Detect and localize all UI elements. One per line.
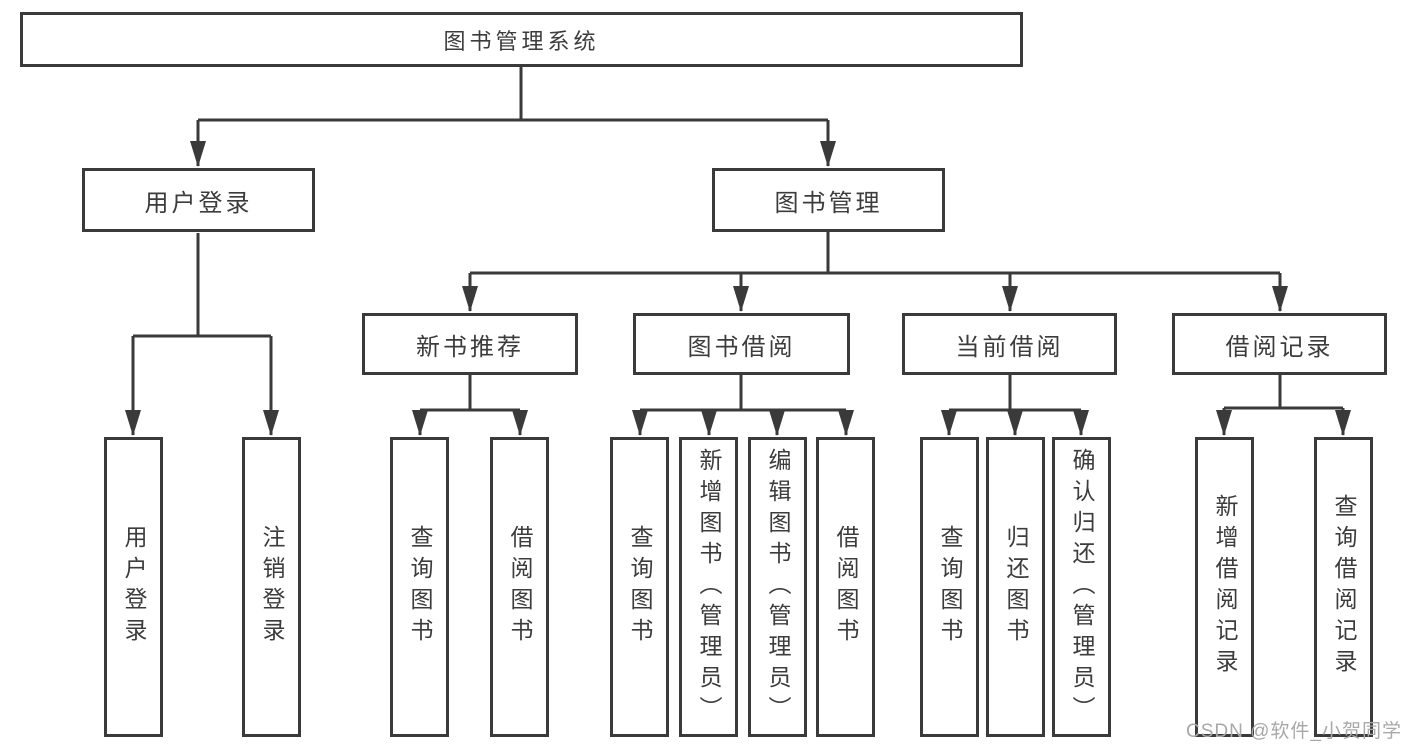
leaf-logout-label: 注销登录	[259, 525, 285, 649]
node-book-borrowing: 图书借阅	[633, 313, 850, 375]
leaf-query-books-borrowing: 查询图书	[610, 437, 669, 737]
node-new-book-recommendation: 新书推荐	[362, 313, 578, 375]
leaf-query-borrow-record-label: 查询借阅记录	[1331, 494, 1357, 680]
leaf-confirm-return-admin: 确认归还（管理员）	[1052, 437, 1111, 737]
node-book-management: 图书管理	[712, 168, 945, 232]
leaf-query-books-recommend: 查询图书	[390, 437, 449, 737]
leaf-edit-books-admin-label: 编辑图书（管理员）	[765, 447, 791, 727]
leaf-query-books-borrowing-label: 查询图书	[627, 525, 653, 649]
leaf-borrow-books-recommend-label: 借阅图书	[507, 525, 533, 649]
leaf-logout: 注销登录	[242, 437, 301, 737]
leaf-add-books-admin-label: 新增图书（管理员）	[696, 447, 722, 727]
leaf-add-borrow-record-label: 新增借阅记录	[1212, 494, 1238, 680]
node-user-login-label: 用户登录	[144, 189, 253, 217]
node-library-management-system: 图书管理系统	[20, 12, 1023, 67]
node-user-login: 用户登录	[82, 168, 315, 232]
leaf-edit-books-admin: 编辑图书（管理员）	[748, 437, 807, 737]
leaf-add-books-admin: 新增图书（管理员）	[679, 437, 738, 737]
leaf-borrow-books: 借阅图书	[816, 437, 875, 737]
node-current-borrowing: 当前借阅	[902, 313, 1117, 375]
node-new-book-recommendation-label: 新书推荐	[416, 333, 524, 361]
watermark-text: CSDN @软件_小贺同学	[1186, 721, 1402, 742]
leaf-user-login: 用户登录	[104, 437, 163, 737]
leaf-query-borrow-record: 查询借阅记录	[1314, 437, 1373, 737]
node-book-management-label: 图书管理	[774, 189, 883, 217]
leaf-query-books-current: 查询图书	[920, 437, 979, 737]
leaf-return-books-label: 归还图书	[1003, 525, 1029, 649]
leaf-return-books: 归还图书	[986, 437, 1045, 737]
leaf-add-borrow-record: 新增借阅记录	[1195, 437, 1254, 737]
node-current-borrowing-label: 当前借阅	[955, 333, 1064, 361]
leaf-query-books-current-label: 查询图书	[937, 525, 963, 649]
node-borrowing-records-label: 借阅记录	[1225, 333, 1334, 361]
leaf-borrow-books-recommend: 借阅图书	[490, 437, 549, 737]
leaf-query-books-recommend-label: 查询图书	[407, 525, 433, 649]
node-library-management-system-label: 图书管理系统	[443, 28, 600, 54]
leaf-user-login-label: 用户登录	[121, 525, 147, 649]
node-book-borrowing-label: 图书借阅	[687, 333, 796, 361]
leaf-confirm-return-admin-label: 确认归还（管理员）	[1069, 447, 1095, 727]
leaf-borrow-books-label: 借阅图书	[833, 525, 859, 649]
node-borrowing-records: 借阅记录	[1172, 313, 1387, 375]
